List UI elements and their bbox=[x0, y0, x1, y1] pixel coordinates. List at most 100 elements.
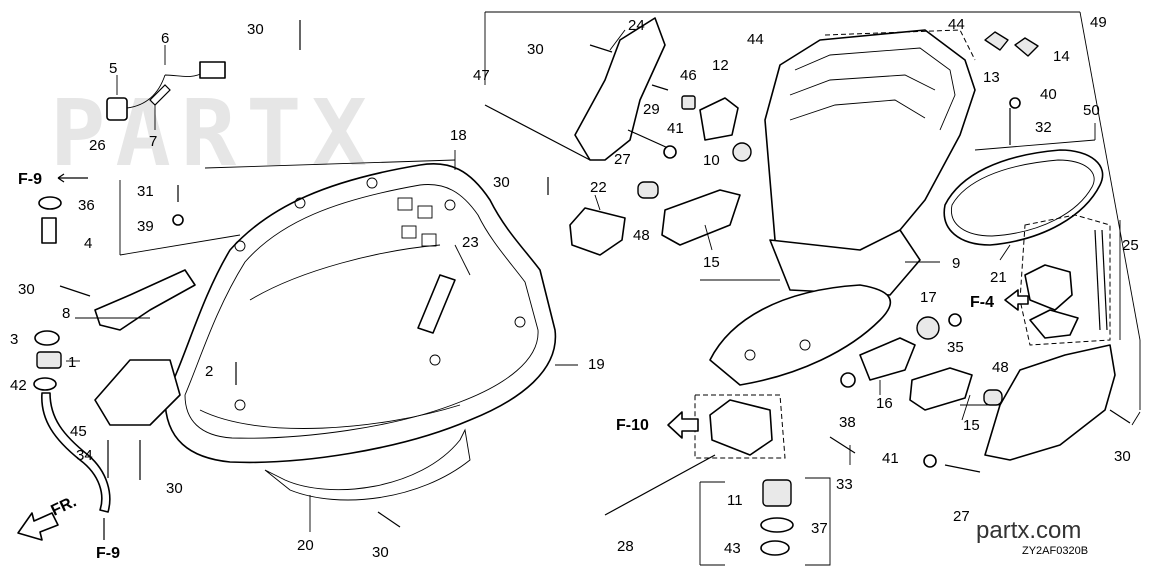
clamp-42[interactable] bbox=[33, 377, 57, 391]
side-cover[interactable] bbox=[984, 344, 1116, 461]
callout-48a: 48 bbox=[633, 227, 650, 244]
oil-pan-housing[interactable] bbox=[709, 29, 976, 386]
grommet-14[interactable] bbox=[1014, 37, 1039, 57]
callout-7: 7 bbox=[149, 133, 157, 150]
switch-5[interactable] bbox=[106, 97, 128, 121]
callout-27a: 27 bbox=[614, 151, 631, 168]
callout-46: 46 bbox=[680, 67, 697, 84]
callout-14: 14 bbox=[1053, 48, 1070, 65]
mount-16[interactable] bbox=[859, 337, 916, 381]
connector[interactable] bbox=[199, 61, 226, 79]
bracket-left[interactable] bbox=[94, 269, 196, 331]
callout-15b: 15 bbox=[963, 417, 980, 434]
callout-12: 12 bbox=[712, 57, 729, 74]
callout-34: 34 bbox=[76, 447, 93, 464]
ref-label-f4: F-4 bbox=[970, 294, 994, 311]
cap-46[interactable] bbox=[681, 95, 696, 110]
callout-50: 50 bbox=[1083, 102, 1100, 119]
ref-arrow-f9-bottom[interactable]: F-9 bbox=[96, 518, 120, 562]
ref-label-f9-top: F-9 bbox=[18, 171, 42, 188]
callout-48b: 48 bbox=[992, 359, 1009, 376]
callout-44a: 44 bbox=[747, 31, 764, 48]
seal-17[interactable] bbox=[916, 316, 940, 340]
bottom-seal[interactable] bbox=[264, 428, 471, 501]
washer-37[interactable] bbox=[760, 517, 794, 533]
callout-30g: 30 bbox=[1114, 448, 1131, 465]
callout-37: 37 bbox=[811, 520, 828, 537]
seal-3[interactable] bbox=[34, 330, 60, 346]
rubber-strip[interactable] bbox=[417, 274, 456, 334]
callout-30d: 30 bbox=[18, 281, 35, 298]
nut-35[interactable] bbox=[948, 313, 962, 327]
callout-49: 49 bbox=[1090, 14, 1107, 31]
cover-lid[interactable] bbox=[569, 207, 626, 256]
callout-19: 19 bbox=[588, 356, 605, 373]
lower-cover[interactable] bbox=[164, 163, 557, 464]
mount-bracket[interactable] bbox=[709, 399, 773, 456]
grommet-13[interactable] bbox=[984, 31, 1009, 51]
callout-27b: 27 bbox=[953, 508, 970, 525]
callout-17: 17 bbox=[920, 289, 937, 306]
washer-38[interactable] bbox=[840, 372, 856, 388]
washer-40[interactable] bbox=[1009, 97, 1021, 109]
callout-13: 13 bbox=[983, 69, 1000, 86]
callout-36: 36 bbox=[78, 197, 95, 214]
ref-arrow-f10[interactable]: F-10 bbox=[616, 411, 699, 439]
callout-30c: 30 bbox=[493, 174, 510, 191]
callout-42: 42 bbox=[10, 377, 27, 394]
mount-upper[interactable] bbox=[661, 189, 741, 246]
ref-arrow-f4[interactable]: F-4 bbox=[970, 289, 1029, 311]
hose-45[interactable] bbox=[41, 392, 111, 513]
mount-lower[interactable] bbox=[909, 367, 973, 411]
callout-10: 10 bbox=[703, 152, 720, 169]
callout-30e: 30 bbox=[166, 480, 183, 497]
callout-44b: 44 bbox=[948, 16, 965, 33]
diagram-code: ZY2AF0320B bbox=[1022, 545, 1088, 557]
callout-30b: 30 bbox=[527, 41, 544, 58]
callout-41b: 41 bbox=[882, 450, 899, 467]
washer-39[interactable] bbox=[172, 214, 184, 226]
callout-20: 20 bbox=[297, 537, 314, 554]
ref-label-f10: F-10 bbox=[616, 417, 649, 434]
callout-43: 43 bbox=[724, 540, 741, 557]
site-watermark: partx.com bbox=[976, 517, 1081, 544]
callout-24: 24 bbox=[628, 17, 645, 34]
lower-bracket[interactable] bbox=[94, 359, 181, 426]
callout-32: 32 bbox=[1035, 119, 1052, 136]
callout-18: 18 bbox=[450, 127, 467, 144]
rubber-mount[interactable] bbox=[762, 479, 792, 507]
valve-4[interactable] bbox=[41, 217, 57, 244]
callout-41a: 41 bbox=[667, 120, 684, 137]
callout-47: 47 bbox=[473, 67, 490, 84]
callout-25: 25 bbox=[1122, 237, 1139, 254]
ref-arrow-f9-top[interactable]: F-9 bbox=[18, 171, 88, 188]
water-pump-parts[interactable] bbox=[1024, 229, 1108, 339]
gasket[interactable] bbox=[943, 149, 1104, 246]
callout-16: 16 bbox=[876, 395, 893, 412]
front-label: FR. bbox=[49, 493, 80, 519]
cover-plate-12[interactable] bbox=[699, 97, 739, 141]
plug-36[interactable] bbox=[38, 196, 62, 210]
callout-45: 45 bbox=[70, 423, 87, 440]
oil-seal-10[interactable] bbox=[732, 142, 752, 162]
washer-41-upper[interactable] bbox=[663, 145, 677, 159]
callout-28: 28 bbox=[617, 538, 634, 555]
callout-4: 4 bbox=[84, 235, 92, 252]
front-cover[interactable] bbox=[574, 17, 666, 161]
washer-41-lower[interactable] bbox=[923, 454, 937, 468]
grommet-48-right[interactable] bbox=[983, 389, 1003, 406]
callout-1: 1 bbox=[68, 354, 76, 371]
washer-43[interactable] bbox=[760, 540, 790, 556]
callout-30f: 30 bbox=[372, 544, 389, 561]
callout-6: 6 bbox=[161, 30, 169, 47]
callout-29: 29 bbox=[643, 101, 660, 118]
grommet-48-left[interactable] bbox=[637, 181, 659, 199]
joint-1[interactable] bbox=[36, 351, 62, 369]
callout-numbers: 1 2 3 4 5 6 7 8 9 10 11 12 13 14 15 15 1… bbox=[10, 14, 1139, 561]
front-direction-arrow: FR. bbox=[17, 493, 80, 541]
callout-2: 2 bbox=[205, 363, 213, 380]
leader-lines bbox=[66, 11, 1141, 532]
callout-22: 22 bbox=[590, 179, 607, 196]
callout-3: 3 bbox=[10, 331, 18, 348]
